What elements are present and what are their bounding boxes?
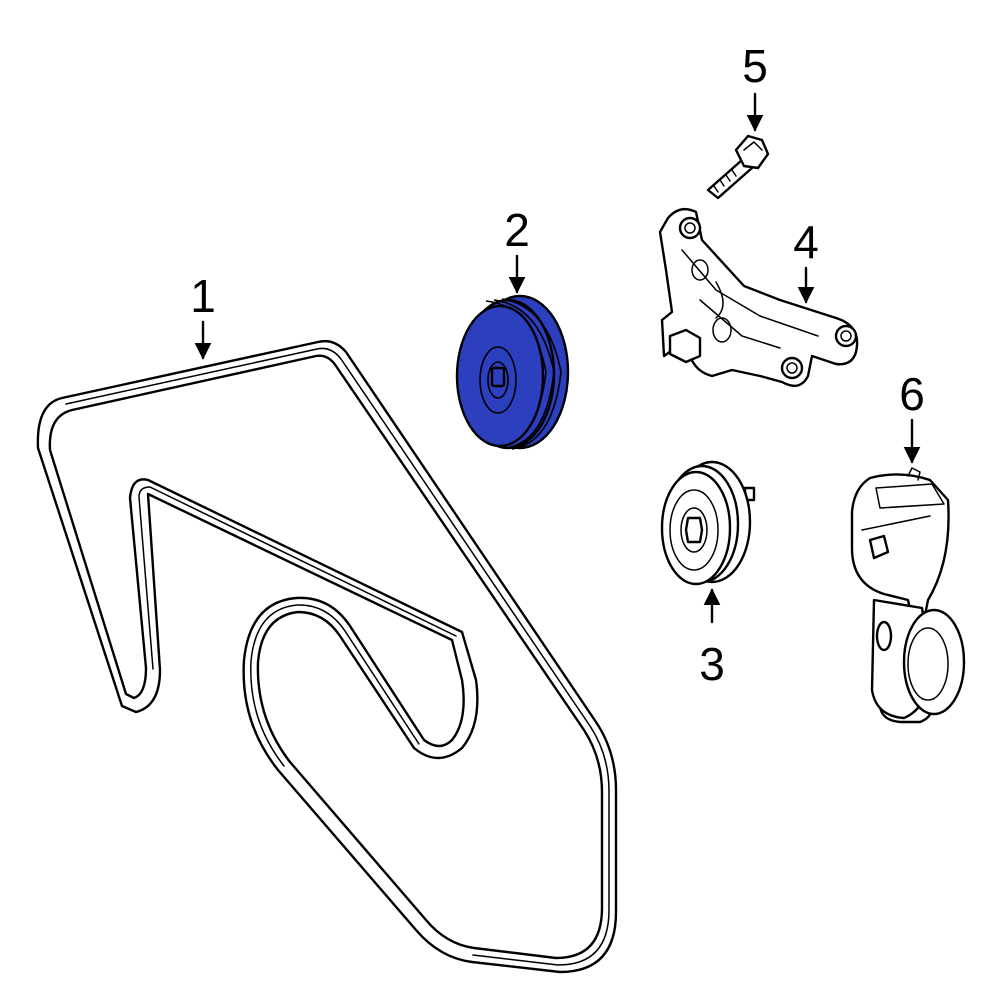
callout-arrows — [194, 92, 921, 624]
belt-tensioner[interactable] — [850, 467, 966, 724]
callout-6: 6 — [899, 368, 925, 420]
bolt[interactable] — [706, 134, 770, 200]
tensioner-bracket[interactable] — [658, 207, 859, 388]
callout-4: 4 — [793, 216, 819, 268]
callout-1: 1 — [190, 270, 216, 322]
idler-pulley[interactable] — [660, 460, 756, 586]
idler-pulley-highlighted[interactable] — [455, 294, 570, 450]
callout-5: 5 — [742, 40, 768, 92]
callout-labels: 1 2 3 4 5 6 — [190, 40, 925, 690]
callout-3: 3 — [699, 638, 725, 690]
serpentine-belt[interactable] — [36, 339, 618, 974]
callout-2: 2 — [504, 204, 530, 256]
